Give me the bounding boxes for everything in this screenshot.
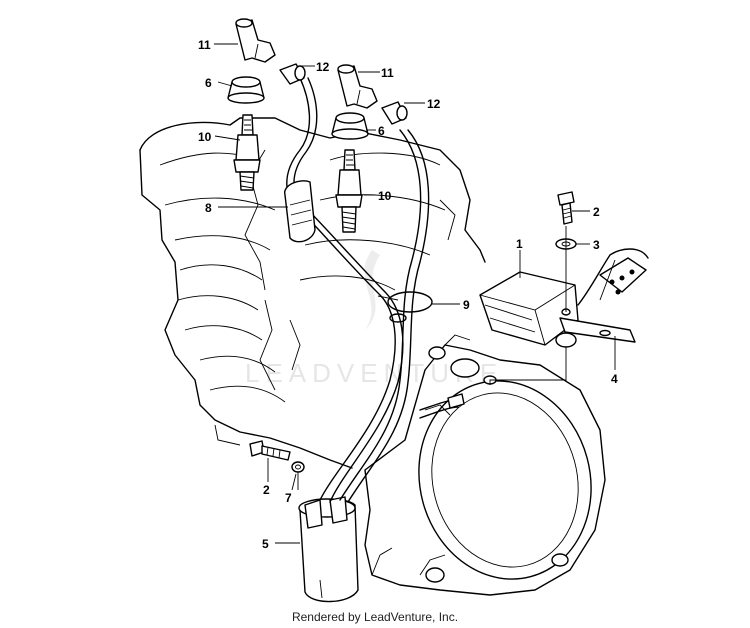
callout-6-right: 6 xyxy=(378,124,385,138)
callout-12-right: 12 xyxy=(427,97,441,111)
plug-boot-left xyxy=(227,76,265,104)
lock-washer xyxy=(291,461,305,473)
spark-plug-wires xyxy=(286,77,465,503)
callout-labels: 11 12 6 10 11 12 6 10 8 9 1 2 3 4 2 7 5 xyxy=(198,38,618,551)
wire-sleeve-left xyxy=(279,63,306,85)
callout-11-left: 11 xyxy=(198,38,211,52)
plug-boot-right xyxy=(331,112,369,140)
callout-2-upper: 2 xyxy=(593,205,600,219)
plug-cap-right xyxy=(337,64,378,109)
assembly-lines xyxy=(297,226,567,490)
engine-block xyxy=(139,117,486,469)
callout-9: 9 xyxy=(463,298,470,312)
callout-12-left: 12 xyxy=(316,60,330,74)
callout-leaders xyxy=(214,43,616,544)
callout-2-lower: 2 xyxy=(263,483,270,497)
callout-8: 8 xyxy=(205,201,212,215)
callout-11-right: 11 xyxy=(381,66,394,80)
spark-plug-left xyxy=(233,114,261,191)
plug-cap-left xyxy=(235,18,276,63)
wire-holder-clip xyxy=(284,180,316,243)
ignition-coil xyxy=(298,496,359,603)
callout-4: 4 xyxy=(611,372,618,386)
callout-7: 7 xyxy=(285,491,292,505)
callout-5: 5 xyxy=(262,537,269,551)
callout-10-right: 10 xyxy=(378,189,392,203)
regulator-box xyxy=(479,248,649,348)
callout-6-left: 6 xyxy=(205,76,212,90)
callout-3: 3 xyxy=(593,238,600,252)
wire-band xyxy=(377,291,433,323)
footer-credit: Rendered by LeadVenture, Inc. xyxy=(291,610,459,624)
callout-10-left: 10 xyxy=(198,130,212,144)
wire-sleeve-right xyxy=(381,101,408,125)
mounting-bracket xyxy=(559,317,636,343)
bolt-upper xyxy=(557,191,575,225)
bolt-lower xyxy=(249,440,291,461)
bell-housing xyxy=(364,334,606,596)
callout-1: 1 xyxy=(516,237,523,251)
spark-plug-right xyxy=(335,149,363,233)
